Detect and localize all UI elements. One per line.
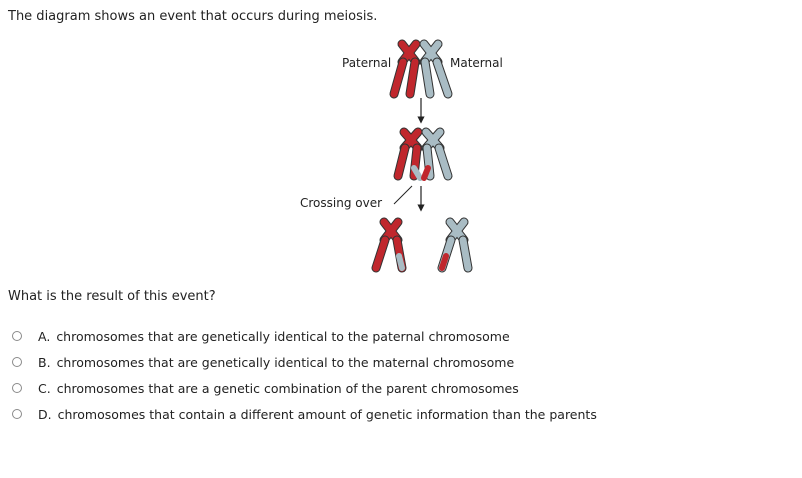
radio-button[interactable] <box>12 409 22 419</box>
maternal-label: Maternal <box>450 56 503 70</box>
paternal-chromosome <box>389 39 421 99</box>
option-b[interactable]: B. chromosomes that are genetically iden… <box>12 349 597 375</box>
maternal-chromosome <box>419 39 453 99</box>
crossing-over-pair <box>393 127 453 181</box>
option-a[interactable]: A. chromosomes that are genetically iden… <box>12 323 597 349</box>
crossing-over-illustration <box>371 39 473 273</box>
paternal-label: Paternal <box>342 56 392 70</box>
crossing-over-pointer <box>393 185 413 205</box>
option-letter: D. <box>38 406 52 422</box>
option-letter: B. <box>38 354 51 370</box>
option-text: chromosomes that are genetically identic… <box>56 328 510 344</box>
option-text: chromosomes that contain a different amo… <box>57 406 597 422</box>
option-text: chromosomes that are genetically identic… <box>56 354 515 370</box>
recombinant-chromosome-2 <box>437 217 473 273</box>
recombinant-chromosome-1 <box>371 217 407 273</box>
option-text: chromosomes that are a genetic combinati… <box>56 380 519 396</box>
question-prompt: What is the result of this event? <box>8 289 216 304</box>
option-c[interactable]: C. chromosomes that are a genetic combin… <box>12 375 597 401</box>
option-letter: A. <box>38 328 51 344</box>
meiosis-diagram: Paternal Maternal Crossing over <box>290 36 520 276</box>
radio-button[interactable] <box>12 383 22 393</box>
radio-button[interactable] <box>12 331 22 341</box>
radio-button[interactable] <box>12 357 22 367</box>
question-intro: The diagram shows an event that occurs d… <box>8 9 378 24</box>
answer-options: A. chromosomes that are genetically iden… <box>12 323 597 427</box>
option-letter: C. <box>38 380 51 396</box>
crossing-over-label: Crossing over <box>300 196 383 210</box>
option-d[interactable]: D. chromosomes that contain a different … <box>12 401 597 427</box>
